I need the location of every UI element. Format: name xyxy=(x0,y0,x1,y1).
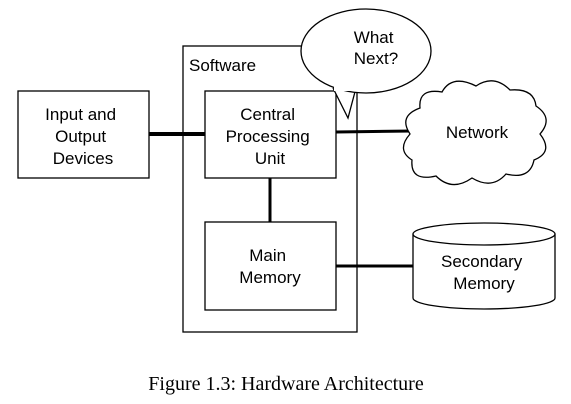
software-container: Software xyxy=(182,45,358,333)
thought-bubble: What Next? xyxy=(300,8,432,120)
network-label: Network xyxy=(446,123,509,142)
cpu-label: Central Processing Unit xyxy=(226,105,315,168)
thought-bubble-label: What Next? xyxy=(354,28,398,68)
io-devices-box: Input and Output Devices xyxy=(17,90,150,179)
network-cloud: Network xyxy=(402,80,547,186)
io-devices-label: Input and Output Devices xyxy=(45,105,121,168)
secondary-memory-cylinder: Secondary Memory xyxy=(412,222,556,310)
cpu-box: Central Processing Unit xyxy=(204,90,337,179)
main-memory-box: Main Memory xyxy=(204,221,337,311)
secondary-memory-label: Secondary Memory xyxy=(441,252,527,293)
main-memory-label: Main Memory xyxy=(239,246,301,287)
software-label: Software xyxy=(189,56,256,75)
figure-caption: Figure 1.3: Hardware Architecture xyxy=(148,373,424,395)
cpu-network-connector xyxy=(335,129,413,134)
